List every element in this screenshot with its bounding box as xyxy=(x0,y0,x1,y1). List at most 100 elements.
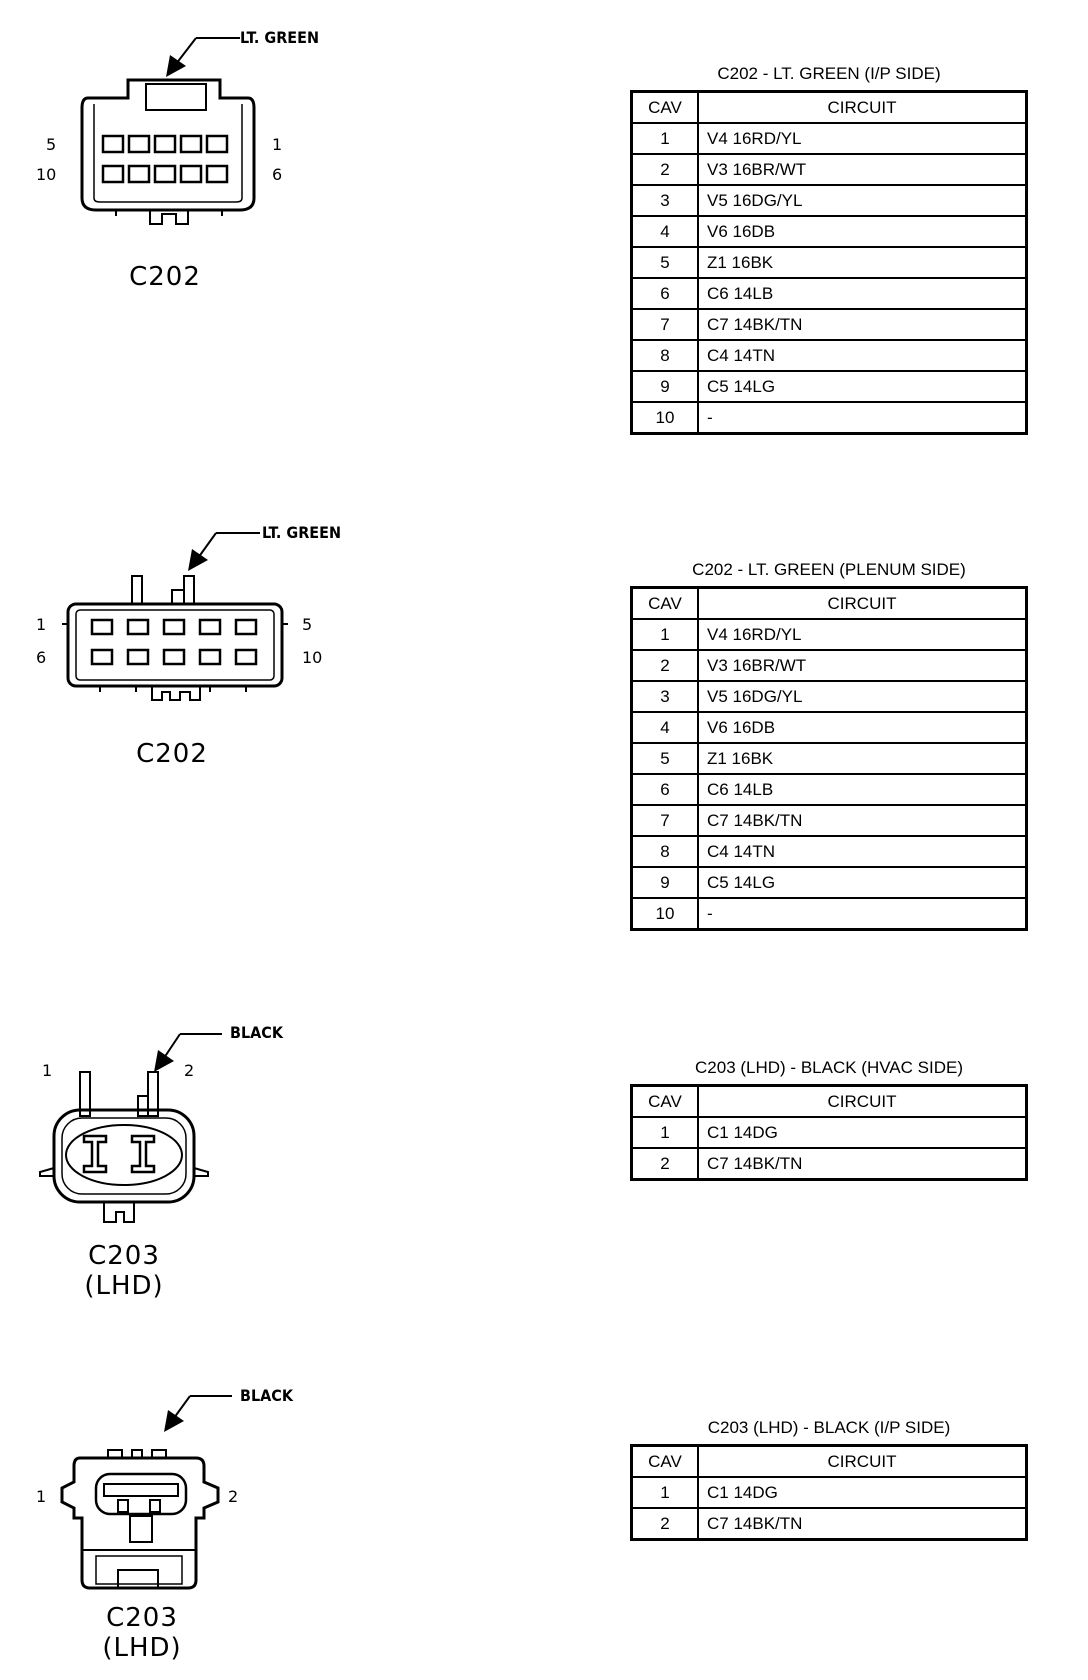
cav-cell: 10 xyxy=(630,897,699,931)
connector-diagram-c202-ip: LT. GREEN 5 1 10 6 C202 xyxy=(36,28,319,292)
circuit-cell: V6 16DB xyxy=(697,215,1028,248)
cav-cell: 8 xyxy=(630,835,699,868)
table-title: C202 - LT. GREEN (I/P SIDE) xyxy=(717,64,941,83)
column-header-cav: CAV xyxy=(630,1444,699,1478)
cav-cell: 3 xyxy=(630,184,699,217)
connector-subtitle: (LHD) xyxy=(102,1633,181,1663)
table-header-row: CAV CIRCUIT xyxy=(630,586,1028,620)
connector-name: C202 xyxy=(129,262,201,292)
pin-label: 6 xyxy=(272,165,282,184)
cav-cell: 8 xyxy=(630,339,699,372)
circuit-cell: V4 16RD/YL xyxy=(697,122,1028,155)
connector-body xyxy=(52,1108,196,1204)
table-title: C202 - LT. GREEN (PLENUM SIDE) xyxy=(692,560,966,579)
table-header-row: CAV CIRCUIT xyxy=(630,90,1028,124)
circuit-cell: C7 14BK/TN xyxy=(697,1147,1028,1181)
circuit-cell: C7 14BK/TN xyxy=(697,804,1028,837)
cav-cell: 4 xyxy=(630,215,699,248)
cav-cell: 4 xyxy=(630,711,699,744)
cav-cell: 9 xyxy=(630,370,699,403)
table-row: 10- xyxy=(630,897,1028,931)
cav-cell: 6 xyxy=(630,277,699,310)
cav-cell: 5 xyxy=(630,742,699,775)
table-header-row: CAV CIRCUIT xyxy=(630,1084,1028,1118)
circuit-cell: V6 16DB xyxy=(697,711,1028,744)
connector-subtitle: (LHD) xyxy=(84,1271,163,1301)
pin-label: 1 xyxy=(36,1487,46,1506)
cav-cell: 10 xyxy=(630,401,699,435)
pin-label: 6 xyxy=(36,648,46,667)
color-label: BLACK xyxy=(240,1386,294,1405)
arrow-icon xyxy=(188,549,208,571)
cav-cell: 1 xyxy=(630,618,699,651)
column-header-cav: CAV xyxy=(630,90,699,124)
color-label: LT. GREEN xyxy=(262,523,341,542)
color-label: LT. GREEN xyxy=(240,28,319,47)
cav-cell: 5 xyxy=(630,246,699,279)
pin-label: 2 xyxy=(184,1061,194,1080)
circuit-cell: - xyxy=(697,401,1028,435)
cav-cell: 9 xyxy=(630,866,699,899)
connector-body xyxy=(80,78,256,212)
column-header-circuit: CIRCUIT xyxy=(697,90,1028,124)
cav-cell: 3 xyxy=(630,680,699,713)
table-title: C203 (LHD) - BLACK (HVAC SIDE) xyxy=(695,1058,963,1077)
arrow-icon xyxy=(166,55,186,77)
circuit-cell: C5 14LG xyxy=(697,370,1028,403)
circuit-cell: Z1 16BK xyxy=(697,742,1028,775)
circuit-cell: C4 14TN xyxy=(697,339,1028,372)
pin-label: 1 xyxy=(272,135,282,154)
cav-cell: 1 xyxy=(630,1476,699,1509)
circuit-cell: C7 14BK/TN xyxy=(697,1507,1028,1541)
connector-diagram-c203-ip: BLACK 1 2 C203 (LHD) xyxy=(36,1386,294,1663)
arrow-icon xyxy=(164,1410,184,1432)
cav-cell: 2 xyxy=(630,1507,699,1541)
circuit-cell: C6 14LB xyxy=(697,773,1028,806)
arrow-icon xyxy=(154,1050,174,1072)
column-header-cav: CAV xyxy=(630,1084,699,1118)
connector-diagram-c203-hvac: BLACK 1 2 C203 (LHD) xyxy=(39,1023,284,1301)
table-row: 10- xyxy=(630,401,1028,435)
connector-name: C202 xyxy=(136,739,208,769)
circuit-cell: V3 16BR/WT xyxy=(697,649,1028,682)
cav-cell: 2 xyxy=(630,649,699,682)
cav-cell: 1 xyxy=(630,1116,699,1149)
cavity-grid xyxy=(90,618,258,666)
pin-label: 10 xyxy=(36,165,56,184)
column-header-circuit: CIRCUIT xyxy=(697,1444,1028,1478)
cav-cell: 7 xyxy=(630,804,699,837)
circuit-cell: V3 16BR/WT xyxy=(697,153,1028,186)
connector-name: C203 xyxy=(88,1241,160,1271)
table-header-row: CAV CIRCUIT xyxy=(630,1444,1028,1478)
pin-label: 1 xyxy=(42,1061,52,1080)
circuit-cell: Z1 16BK xyxy=(697,246,1028,279)
latch xyxy=(145,83,207,111)
column-header-cav: CAV xyxy=(630,586,699,620)
circuit-cell: V5 16DG/YL xyxy=(697,184,1028,217)
pin-label: 5 xyxy=(46,135,56,154)
connector-body xyxy=(60,1456,220,1590)
circuit-cell: C5 14LG xyxy=(697,866,1028,899)
connector-body xyxy=(66,602,284,688)
